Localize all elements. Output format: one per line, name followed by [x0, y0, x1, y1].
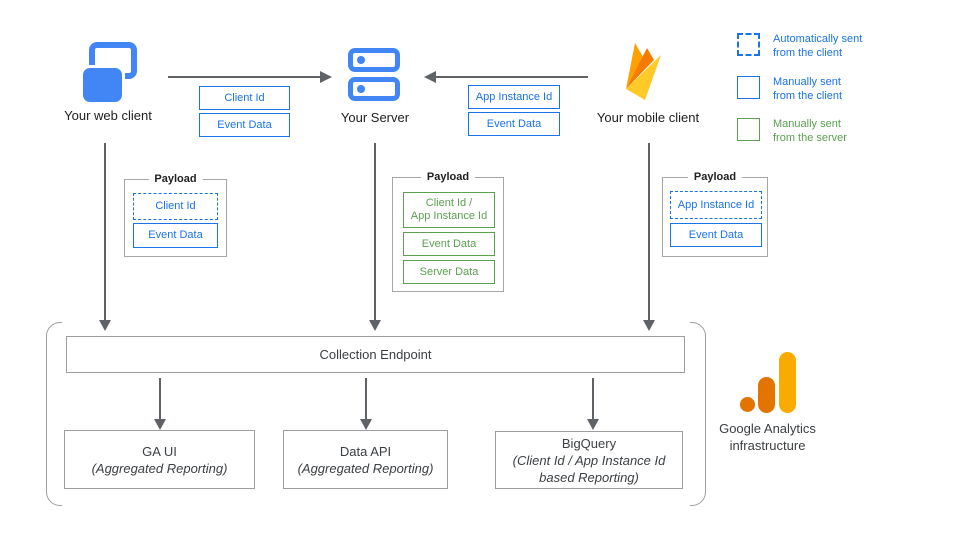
server-label: Your Server	[340, 110, 410, 125]
mobile-down-arrow-line	[648, 143, 650, 322]
endpoint-to-gaui-arrowhead-icon	[154, 419, 166, 430]
web-down-arrowhead-icon	[99, 320, 111, 331]
payload-item-client-id: Client Id	[133, 193, 218, 220]
bracket-left	[46, 322, 62, 506]
legend-line: Manually sent	[773, 118, 841, 130]
edge-tag-event-data: Event Data	[199, 113, 290, 137]
firebase-flame-icon	[626, 43, 661, 100]
payload-item-text: Client Id /	[425, 197, 473, 209]
ga-logo-dot	[740, 397, 755, 412]
legend-line: from the server	[773, 132, 847, 144]
payload-title: Payload	[148, 173, 203, 185]
mobile-to-server-arrowhead-icon	[424, 71, 436, 83]
endpoint-to-dataapi-arrowhead-icon	[360, 419, 372, 430]
caption-line: infrastructure	[729, 438, 806, 453]
legend-text: Automatically sent from the client	[773, 32, 862, 60]
legend-line: Manually sent	[773, 76, 841, 88]
payload-item-client-or-app-id: Client Id / App Instance Id	[403, 192, 495, 228]
dashed-blue-swatch-icon	[737, 33, 760, 56]
edge-tag-text: App Instance Id	[475, 90, 553, 103]
payload-box-web: Payload Client Id Event Data	[124, 173, 227, 257]
ga-logo-mid-bar	[758, 377, 775, 413]
payload-item-app-instance-id: App Instance Id	[670, 191, 762, 219]
payload-title: Payload	[420, 171, 476, 183]
web-to-server-arrowhead-icon	[320, 71, 332, 83]
mobile-client-label: Your mobile client	[596, 110, 700, 125]
service-box-bigquery: BigQuery (Client Id / App Instance Id ba…	[495, 431, 683, 489]
web-client-icon	[83, 42, 137, 102]
legend-item-manual-server: Manually sent from the server	[737, 118, 847, 145]
caption-line: Google Analytics	[719, 421, 816, 436]
payload-item-server-data: Server Data	[403, 260, 495, 284]
payload-title: Payload	[687, 171, 743, 183]
endpoint-to-bigquery-arrowhead-icon	[587, 419, 599, 430]
service-box-ga-ui: GA UI (Aggregated Reporting)	[64, 430, 255, 489]
google-analytics-logo	[738, 350, 808, 415]
mobile-down-arrowhead-icon	[643, 320, 655, 331]
service-subtitle: (Client Id / App Instance Id based Repor…	[512, 452, 666, 485]
edge-tag-app-instance-id: App Instance Id	[468, 85, 560, 109]
payload-box-mobile: Payload App Instance Id Event Data	[662, 171, 768, 257]
payload-item-text: App Instance Id	[410, 210, 488, 222]
edge-tag-text: Event Data	[486, 117, 542, 130]
bracket-right	[690, 322, 706, 506]
collection-endpoint-label: Collection Endpoint	[319, 347, 432, 362]
legend-item-manual-client: Manually sent from the client	[737, 76, 842, 103]
payload-item-event-data: Event Data	[403, 232, 495, 256]
web-down-arrow-line	[104, 143, 106, 322]
edge-tag-event-data: Event Data	[468, 112, 560, 136]
payload-item-text: Event Data	[421, 237, 477, 250]
server-led-icon	[357, 85, 365, 93]
legend-line: from the client	[773, 90, 843, 102]
legend-line: from the client	[773, 47, 843, 59]
server-unit-bottom	[348, 77, 400, 101]
payload-item-event-data: Event Data	[670, 223, 762, 247]
window-front-shape	[83, 68, 122, 102]
endpoint-to-dataapi-arrow-line	[365, 378, 367, 421]
solid-green-swatch-icon	[737, 118, 760, 141]
edge-tag-client-id: Client Id	[199, 86, 290, 110]
payload-item-text: Server Data	[419, 265, 479, 278]
service-subtitle: (Aggregated Reporting)	[297, 460, 434, 476]
payload-item-text: Event Data	[148, 229, 203, 241]
service-subtitle: (Aggregated Reporting)	[91, 460, 228, 476]
server-led-icon	[357, 56, 365, 64]
payload-item-text: Client Id	[155, 200, 196, 212]
payload-item-text: Event Data	[688, 228, 744, 241]
server-unit-top	[348, 48, 400, 72]
edge-tag-text: Event Data	[217, 118, 272, 131]
ga-logo-tall-bar	[779, 352, 796, 413]
legend-text: Manually sent from the server	[773, 117, 847, 145]
web-to-server-arrow-line	[168, 76, 320, 78]
mobile-to-server-arrow-line	[436, 76, 588, 78]
payload-item-text: App Instance Id	[677, 198, 755, 211]
endpoint-to-gaui-arrow-line	[159, 378, 161, 421]
endpoint-to-bigquery-arrow-line	[592, 378, 594, 421]
service-name: BigQuery	[561, 435, 617, 451]
payload-item-event-data: Event Data	[133, 223, 218, 248]
legend-line: Automatically sent	[773, 33, 863, 45]
service-box-data-api: Data API (Aggregated Reporting)	[283, 430, 448, 489]
server-icon	[348, 48, 400, 102]
service-name: Data API	[339, 443, 392, 459]
server-down-arrowhead-icon	[369, 320, 381, 331]
ga-infrastructure-caption: Google Analytics infrastructure	[700, 420, 835, 454]
web-client-label: Your web client	[64, 108, 152, 123]
server-down-arrow-line	[374, 143, 376, 322]
service-name: GA UI	[142, 443, 177, 459]
legend-text: Manually sent from the client	[773, 75, 842, 103]
solid-blue-swatch-icon	[737, 76, 760, 99]
legend-item-auto-client: Automatically sent from the client	[737, 33, 862, 60]
collection-endpoint-box: Collection Endpoint	[66, 336, 685, 373]
payload-box-server: Payload Client Id / App Instance Id Even…	[392, 171, 504, 292]
edge-tag-text: Client Id	[224, 91, 265, 104]
